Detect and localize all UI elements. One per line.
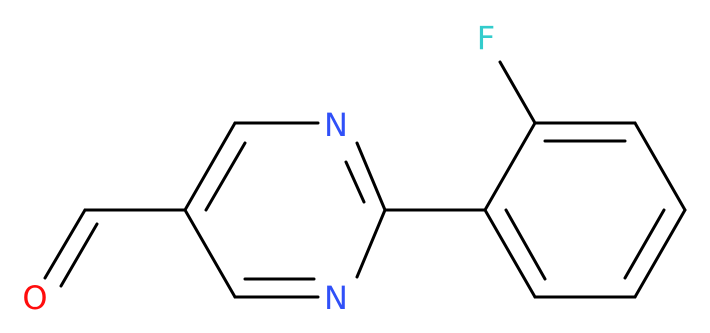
atom-nitrogen-top: N [324,106,348,144]
bond-ph-c3-c4 [633,121,687,212]
bond-ph-c6-c1-inner [504,208,547,281]
bond-aldehyde-co-1 [43,208,87,280]
bond-ph-c4-c5-inner [623,208,666,280]
bond-c-f [498,60,537,125]
bond-ph-c6-c1 [483,208,537,299]
atom-oxygen: O [22,279,47,317]
atom-fluorine: F [477,19,495,57]
bond-c2-n3 [355,208,387,279]
bonds [43,60,687,299]
bond-n1-c2 [355,141,387,212]
atom-nitrogen-bottom: N [324,279,348,317]
bond-aldehyde-co-2 [59,222,99,288]
bond-ph-c4-c5 [633,208,687,299]
atom-labels: F N N O [22,19,495,317]
bond-ph-c1-c2 [483,121,537,212]
bond-c5-c6 [183,121,237,212]
bond-n1-c2-inner [344,160,366,204]
bond-c5-c6-inner [204,141,247,212]
bond-c4-c5 [183,208,237,299]
